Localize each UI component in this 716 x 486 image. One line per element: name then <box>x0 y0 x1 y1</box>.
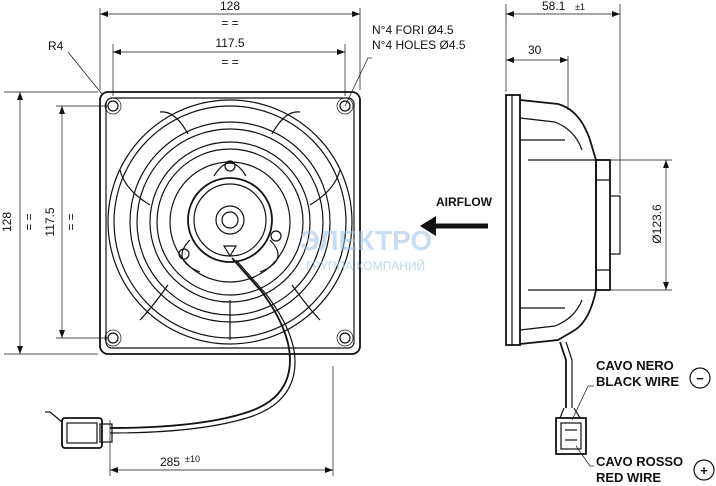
dim-cable-length: 285 <box>160 455 180 469</box>
holes-note-it: N°4 FORI Ø4.5 <box>372 23 454 37</box>
mounting-hole <box>107 332 119 344</box>
front-dimensions: 128 = = 117.5 = = 128 = = 117.5 = = R4 N… <box>0 0 466 476</box>
dim-width-inner: 117.5 <box>215 36 244 50</box>
side-dimensions: 58.1 ±1 30 Ø123.6 <box>505 0 672 291</box>
airflow-label: AIRFLOW <box>436 195 493 209</box>
dim-corner-radius: R4 <box>48 39 64 53</box>
minus-terminal-icon <box>689 367 711 389</box>
side-view <box>505 94 621 455</box>
dim-cable-length-tol: ±10 <box>185 454 200 464</box>
airflow-indicator: AIRFLOW <box>420 195 493 236</box>
dim-depth-total-tol: ±1 <box>575 2 585 12</box>
mounting-hole <box>107 100 119 112</box>
fan-guard <box>107 99 353 345</box>
mounting-hole <box>339 332 351 344</box>
connector-left <box>45 411 113 449</box>
fan-cable <box>109 257 291 429</box>
black-wire-label-en: BLACK WIRE <box>596 374 679 389</box>
wire-notes: CAVO NERO BLACK WIRE − CAVO ROSSO RED WI… <box>571 358 715 485</box>
svg-text:= =: = = <box>221 55 238 69</box>
holes-note-en: N°4 HOLES Ø4.5 <box>372 38 466 52</box>
motor-hub <box>178 160 282 273</box>
dim-depth-partial: 30 <box>528 43 542 57</box>
watermark-subtitle: ГРУППА КОМПАНИЙ <box>306 258 425 273</box>
plus-terminal-icon <box>693 459 715 481</box>
dim-height-left: 128 <box>0 212 14 232</box>
watermark-brand: ЭЛЕКТРО <box>300 225 432 256</box>
front-view <box>45 91 361 449</box>
red-wire-label-en: RED WIRE <box>596 470 661 485</box>
mounting-hole <box>339 100 351 112</box>
dim-width-top: 128 <box>220 0 240 13</box>
watermark: ЭЛЕКТРО ГРУППА КОМПАНИЙ <box>300 225 432 273</box>
svg-text:= =: = = <box>221 16 238 30</box>
red-wire-label-it: CAVO ROSSO <box>596 454 683 469</box>
fan-frame-inner <box>105 97 355 349</box>
svg-text:= =: = = <box>22 213 36 230</box>
svg-text:= =: = = <box>64 213 78 230</box>
dim-diameter: Ø123.6 <box>650 204 664 244</box>
black-wire-label-it: CAVO NERO <box>596 358 674 373</box>
fan-frame-outer <box>99 91 361 355</box>
svg-text:+: + <box>700 463 708 478</box>
connector-side <box>555 407 587 455</box>
dim-height-inner: 117.5 <box>43 207 57 236</box>
svg-text:−: − <box>696 371 704 386</box>
dim-depth-total: 58.1 <box>542 0 566 13</box>
